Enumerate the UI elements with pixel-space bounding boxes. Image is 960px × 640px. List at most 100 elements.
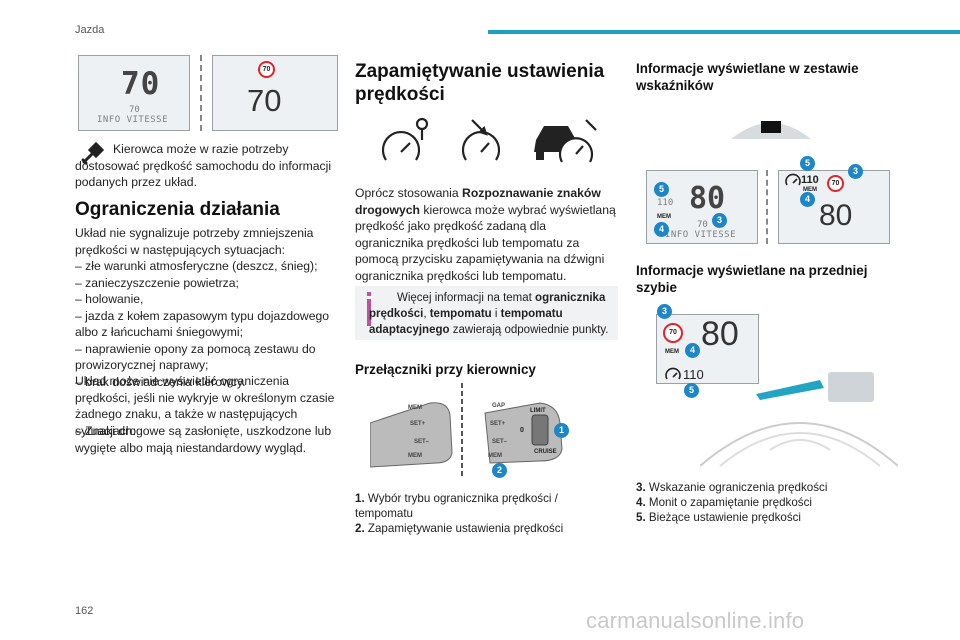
legend-text: Wskazanie ograniczenia prędkości <box>648 481 828 494</box>
callout-badge-3: 3 <box>712 213 727 228</box>
lever-label-mem-right: MEM <box>488 453 502 459</box>
text-span: kierowca może wybrać wyświetlaną prędkoś… <box>355 202 616 283</box>
legend-number: 4. <box>636 496 646 509</box>
windshield-illustration <box>699 340 899 474</box>
heading-hud-info: Informacje wyświetlane na przedniej szyb… <box>636 263 868 295</box>
section-heading-memorise: Zapamiętywanie ustawienia prędkości <box>355 61 605 105</box>
list-item: – jazda z kołem zapasowym typu dojazdowe… <box>75 308 330 340</box>
callout-badge-4: 4 <box>800 192 815 207</box>
lcd-speed-digits: 80 <box>689 181 726 216</box>
driver-note: Kierowca może w razie potrzeby dostosowa… <box>75 142 332 189</box>
legend-text: Monit o zapamiętanie prędkości <box>648 496 812 509</box>
cluster-divider <box>766 170 768 244</box>
list-item: – złe warunki atmosferyczne (deszcz, śni… <box>75 259 318 273</box>
info-box: Więcej informacji na temat ogranicznika … <box>355 286 618 340</box>
lcd-mem-label: MEM <box>657 214 671 220</box>
legend-item: 4. Monit o zapamiętanie prędkości <box>636 495 896 510</box>
legend-text: Wybór trybu ogranicznika prędkości / tem… <box>355 492 558 520</box>
limitations-para2: Układ może nie wyświetlić ograniczenia p… <box>75 374 335 438</box>
legend-number: 5. <box>636 511 646 524</box>
lcd-speed-value: 70 <box>247 83 282 118</box>
text-span: , <box>423 308 430 320</box>
list-item: – brak doświadczenia kierowcy. <box>75 374 246 389</box>
legend-item: 1. Wybór trybu ogranicznika prędkości / … <box>355 491 617 521</box>
heading-cluster-info: Informacje wyświetlane w zestawie wskaźn… <box>636 61 859 93</box>
text-span: Oprócz stosowania <box>355 186 463 200</box>
cluster-lcd-right: 70 70 <box>212 55 338 131</box>
list-item: – zanieczyszczenie powietrza; <box>75 275 239 290</box>
info-text: Więcej informacji na temat ogranicznika … <box>369 290 613 338</box>
lever-label-zero: 0 <box>520 427 524 434</box>
limitations-list: – złe warunki atmosferyczne (deszcz, śni… <box>75 258 341 390</box>
lever-label-set-plus-right: SET+ <box>490 421 506 427</box>
section-heading-limitations: Ograniczenia działania <box>75 199 280 220</box>
limitations-intro: Układ nie sygnalizuje potrzeby zmniejsze… <box>75 226 314 257</box>
legend-number: 3. <box>636 481 646 494</box>
legend-item: 3. Wskazanie ograniczenia prędkości <box>636 480 896 495</box>
legend-item: 5. Bieżące ustawienie prędkości <box>636 510 896 525</box>
set-speed-value: 110 <box>801 174 819 186</box>
running-header: Jazda <box>75 24 105 36</box>
speed-limit-sign: 70 <box>827 175 844 192</box>
page-number: 162 <box>75 605 94 617</box>
hud-panel: 70 80 MEM 110 <box>656 314 759 384</box>
lever-label-mem-bottom: MEM <box>408 453 422 459</box>
text-span: i <box>491 308 501 320</box>
legend-number: 2. <box>355 522 365 535</box>
text-bold: tempomatu <box>429 308 492 320</box>
lever-label-set-minus-right: SET– <box>492 439 508 445</box>
lcd-info-text: INFO VITESSE <box>665 230 737 240</box>
callout-badge-2: 2 <box>492 463 507 478</box>
info-icon <box>367 292 371 328</box>
speed-limit-sign: 70 <box>258 61 275 78</box>
callout-badge-4: 4 <box>685 343 700 358</box>
lever-label-set-plus: SET+ <box>410 421 426 427</box>
speedometer-icon <box>665 367 681 381</box>
mem-label: MEM <box>803 187 817 193</box>
callout-badge-4: 4 <box>654 222 669 237</box>
speed-display-illustration: 70 70 INFO VITESSE 70 70 <box>78 55 338 131</box>
lever-label-limit: LIMIT <box>530 408 546 414</box>
callout-badge-3: 3 <box>848 164 863 179</box>
subheading-switches: Przełączniki przy kierownicy <box>355 362 536 377</box>
legend-text: Bieżące ustawienie prędkości <box>648 511 801 524</box>
lever-label-cruise: CRUISE <box>534 449 557 455</box>
lever-label-mem-top: MEM <box>408 405 422 411</box>
text-bold: Rozpoznawanie znaków drogowych <box>355 186 601 217</box>
text-bold: ogranicznika prędkości <box>369 292 606 320</box>
legend-text: Zapamiętywanie ustawienia prędkości <box>367 522 564 535</box>
steering-lever-illustration: MEM SET+ SET– MEM GAP LIMIT 0 SET+ SET– … <box>369 383 580 478</box>
cluster-lcd-left: 70 70 INFO VITESSE <box>78 55 190 131</box>
speed-memo-icons <box>376 116 602 166</box>
cluster-divider <box>200 55 202 131</box>
wrench-icon <box>80 141 105 166</box>
callout-badge-3: 3 <box>657 304 672 319</box>
callout-badge-1: 1 <box>554 423 569 438</box>
speedometer-icon <box>785 173 801 187</box>
lever-legend: 1. Wybór trybu ogranicznika prędkości / … <box>355 491 617 536</box>
lcd-speed-digits: 70 <box>121 66 161 102</box>
watermark: carmanualsonline.info <box>586 608 805 633</box>
mem-label: MEM <box>665 349 679 355</box>
list-item: – naprawienie opony za pomocą zestawu do… <box>75 341 316 373</box>
list-item: – Znaki drogowe są zasłonięte, uszkodzon… <box>75 424 332 455</box>
memorise-paragraph: Oprócz stosowania Rozpoznawanie znaków d… <box>355 185 617 284</box>
callout-badge-5: 5 <box>684 383 699 398</box>
callout-badge-5: 5 <box>800 156 815 171</box>
speedometer-icons <box>381 117 597 163</box>
legend-number: 1. <box>355 492 365 505</box>
hud-legend: 3. Wskazanie ograniczenia prędkości 4. M… <box>636 480 896 525</box>
set-speed-value: 110 <box>683 367 704 382</box>
text-bold: tempomatu adaptacyjnego <box>369 308 563 336</box>
lcd-info-text: INFO VITESSE <box>97 115 169 125</box>
lever-drawing <box>369 383 563 478</box>
lever-label-gap: GAP <box>492 403 506 409</box>
list-item: – holowanie, <box>75 292 144 306</box>
lcd-speed-value: 80 <box>819 199 853 232</box>
instrument-cluster-icon <box>727 113 815 143</box>
text-span: zawierają odpowiednie punkty. <box>449 324 609 336</box>
lcd-small-speed: 70 <box>129 105 140 115</box>
lever-label-set-minus: SET– <box>414 439 430 445</box>
text-span: Więcej informacji na temat <box>397 292 536 304</box>
speed-limit-sign: 70 <box>663 323 683 343</box>
